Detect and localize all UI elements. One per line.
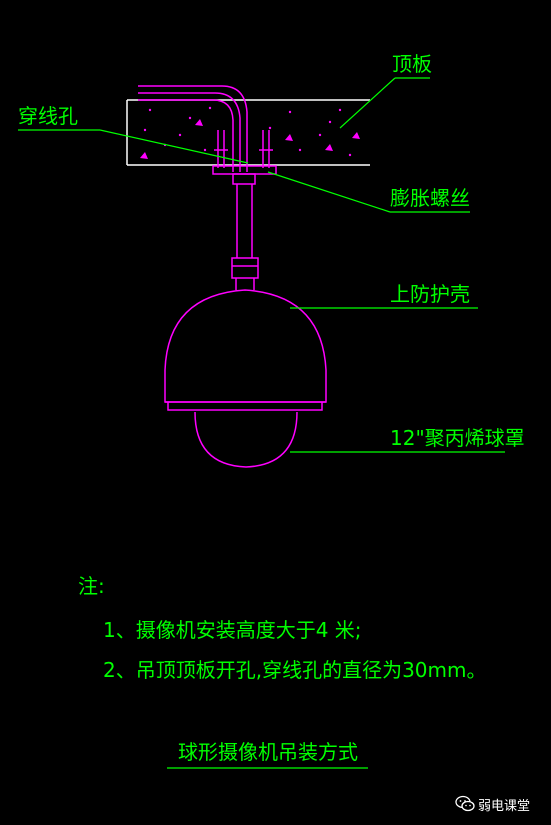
note-item-1: 1、摄像机安装高度大于4 米; bbox=[103, 618, 362, 642]
watermark-text: 弱电课堂 bbox=[478, 799, 531, 814]
pendant-pipe bbox=[231, 173, 259, 290]
wechat-icon bbox=[455, 795, 475, 812]
label-dome-cover: 12"聚丙烯球罩 bbox=[390, 426, 525, 450]
label-upper-housing: 上防护壳 bbox=[390, 282, 470, 306]
expansion-bolts bbox=[214, 130, 273, 168]
diagram-title: 球形摄像机吊装方式 bbox=[178, 740, 358, 764]
notes-heading: 注: bbox=[78, 574, 105, 598]
label-expansion-bolt: 膨胀螺丝 bbox=[390, 186, 470, 210]
dome-cover bbox=[194, 411, 298, 468]
leader-lines bbox=[18, 77, 505, 769]
label-wire-hole: 穿线孔 bbox=[18, 104, 78, 128]
ceiling-texture bbox=[140, 106, 360, 159]
upper-housing bbox=[164, 289, 327, 411]
note-item-2: 2、吊顶顶板开孔,穿线孔的直径为30mm。 bbox=[103, 658, 487, 682]
label-ceiling: 顶板 bbox=[392, 52, 432, 76]
mounting-plate bbox=[212, 165, 277, 175]
ceiling-slab bbox=[126, 99, 370, 166]
wire-conduit bbox=[138, 85, 248, 172]
